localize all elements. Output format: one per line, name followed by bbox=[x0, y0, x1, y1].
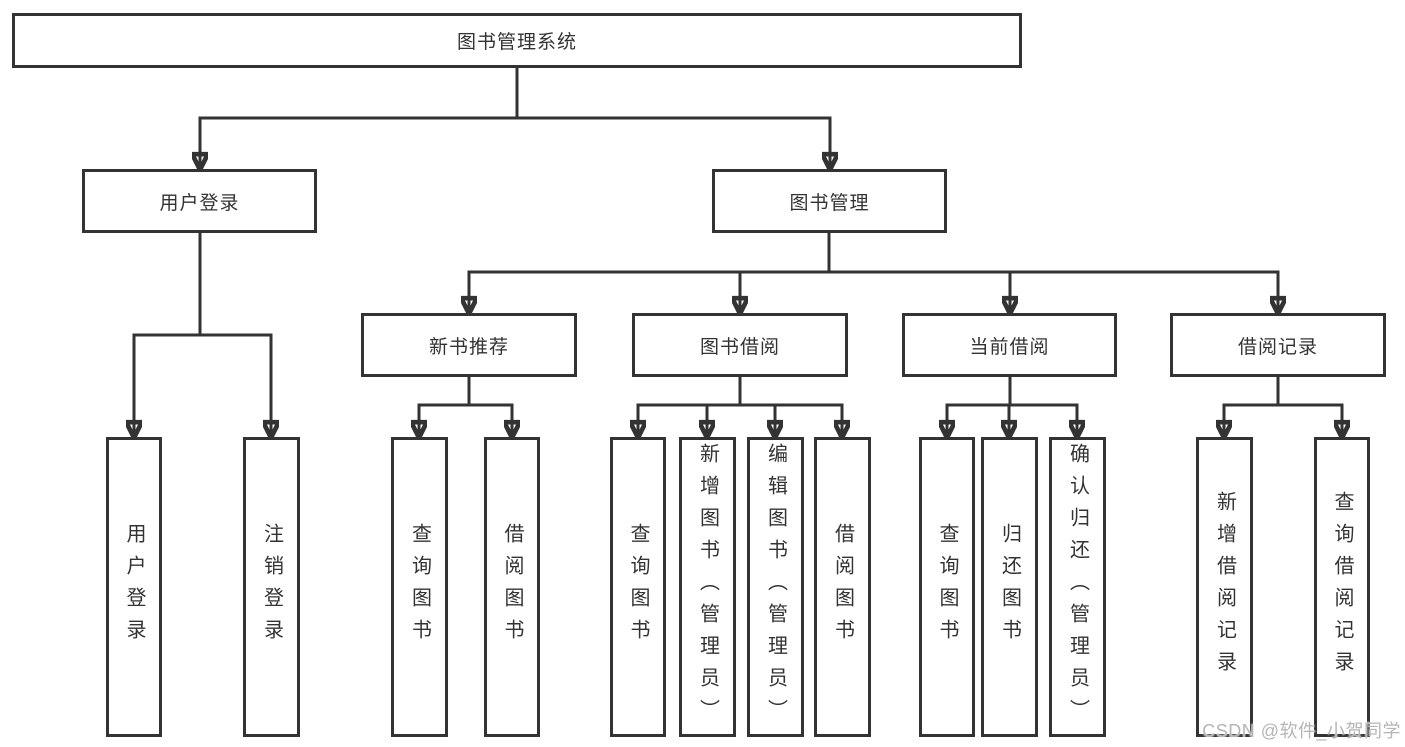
connector-book-management-to-level3 bbox=[468, 233, 1280, 313]
leaf-query-books-current: 查询图书 bbox=[919, 437, 975, 737]
leaf-logout: 注销登录 bbox=[243, 437, 300, 737]
node-root-label: 图书管理系统 bbox=[456, 32, 577, 53]
connector-current-borrowing-group bbox=[946, 377, 1079, 437]
node-new-book-recommendation: 新书推荐 bbox=[361, 313, 577, 377]
connector-user-login-branch bbox=[133, 233, 273, 437]
leaf-edit-books-admin-label: 编辑图书（管理员） bbox=[764, 443, 787, 731]
leaf-confirm-return-admin-label: 确认归还（管理员） bbox=[1066, 443, 1089, 731]
node-book-borrowing: 图书借阅 bbox=[632, 313, 848, 377]
leaf-add-borrow-record-label: 新增借阅记录 bbox=[1213, 491, 1236, 683]
leaf-query-books-recommend-label: 查询图书 bbox=[408, 523, 431, 651]
leaf-query-books-borrowing-label: 查询图书 bbox=[627, 523, 649, 651]
leaf-return-books-label: 归还图书 bbox=[998, 523, 1021, 651]
leaf-query-borrow-record-label: 查询借阅记录 bbox=[1331, 491, 1353, 683]
node-current-borrowing-label: 当前借阅 bbox=[969, 336, 1050, 358]
node-new-book-recommendation-label: 新书推荐 bbox=[428, 336, 509, 358]
leaf-logout-label: 注销登录 bbox=[260, 523, 283, 651]
node-book-borrowing-label: 图书借阅 bbox=[699, 336, 780, 358]
connector-book-borrowing-group bbox=[637, 377, 844, 437]
node-borrowing-records: 借阅记录 bbox=[1170, 313, 1386, 377]
leaf-query-books-recommend: 查询图书 bbox=[391, 437, 448, 737]
connector-new-book-recommendation-group bbox=[418, 377, 514, 437]
node-book-management-label: 图书管理 bbox=[789, 192, 870, 214]
connector-root-to-level2 bbox=[199, 68, 832, 169]
node-user-login: 用户登录 bbox=[82, 169, 317, 233]
leaf-add-books-admin-label: 新增图书（管理员） bbox=[696, 443, 719, 731]
leaf-return-books: 归还图书 bbox=[981, 437, 1038, 737]
leaf-query-books-current-label: 查询图书 bbox=[936, 523, 958, 651]
csdn-watermark: CSDN @软件_小贺同学 bbox=[1202, 721, 1401, 741]
leaf-confirm-return-admin: 确认归还（管理员） bbox=[1049, 437, 1106, 737]
leaf-query-borrow-record: 查询借阅记录 bbox=[1314, 437, 1370, 737]
leaf-add-borrow-record: 新增借阅记录 bbox=[1196, 437, 1253, 737]
node-user-login-label: 用户登录 bbox=[159, 192, 240, 214]
leaf-edit-books-admin: 编辑图书（管理员） bbox=[747, 437, 804, 737]
leaf-borrow-books-recommend: 借阅图书 bbox=[484, 437, 540, 737]
leaf-borrow-books-borrowing-label: 借阅图书 bbox=[831, 523, 854, 651]
leaf-query-books-borrowing: 查询图书 bbox=[610, 437, 666, 737]
node-root: 图书管理系统 bbox=[12, 13, 1022, 68]
node-book-management: 图书管理 bbox=[712, 169, 947, 233]
connector-borrowing-records-group bbox=[1223, 377, 1344, 437]
node-borrowing-records-label: 借阅记录 bbox=[1237, 336, 1318, 358]
node-current-borrowing: 当前借阅 bbox=[902, 313, 1117, 377]
leaf-borrow-books-recommend-label: 借阅图书 bbox=[501, 523, 523, 651]
leaf-user-login-label: 用户登录 bbox=[123, 523, 145, 651]
leaf-user-login: 用户登录 bbox=[106, 437, 162, 737]
leaf-borrow-books-borrowing: 借阅图书 bbox=[814, 437, 871, 737]
leaf-add-books-admin: 新增图书（管理员） bbox=[679, 437, 736, 737]
